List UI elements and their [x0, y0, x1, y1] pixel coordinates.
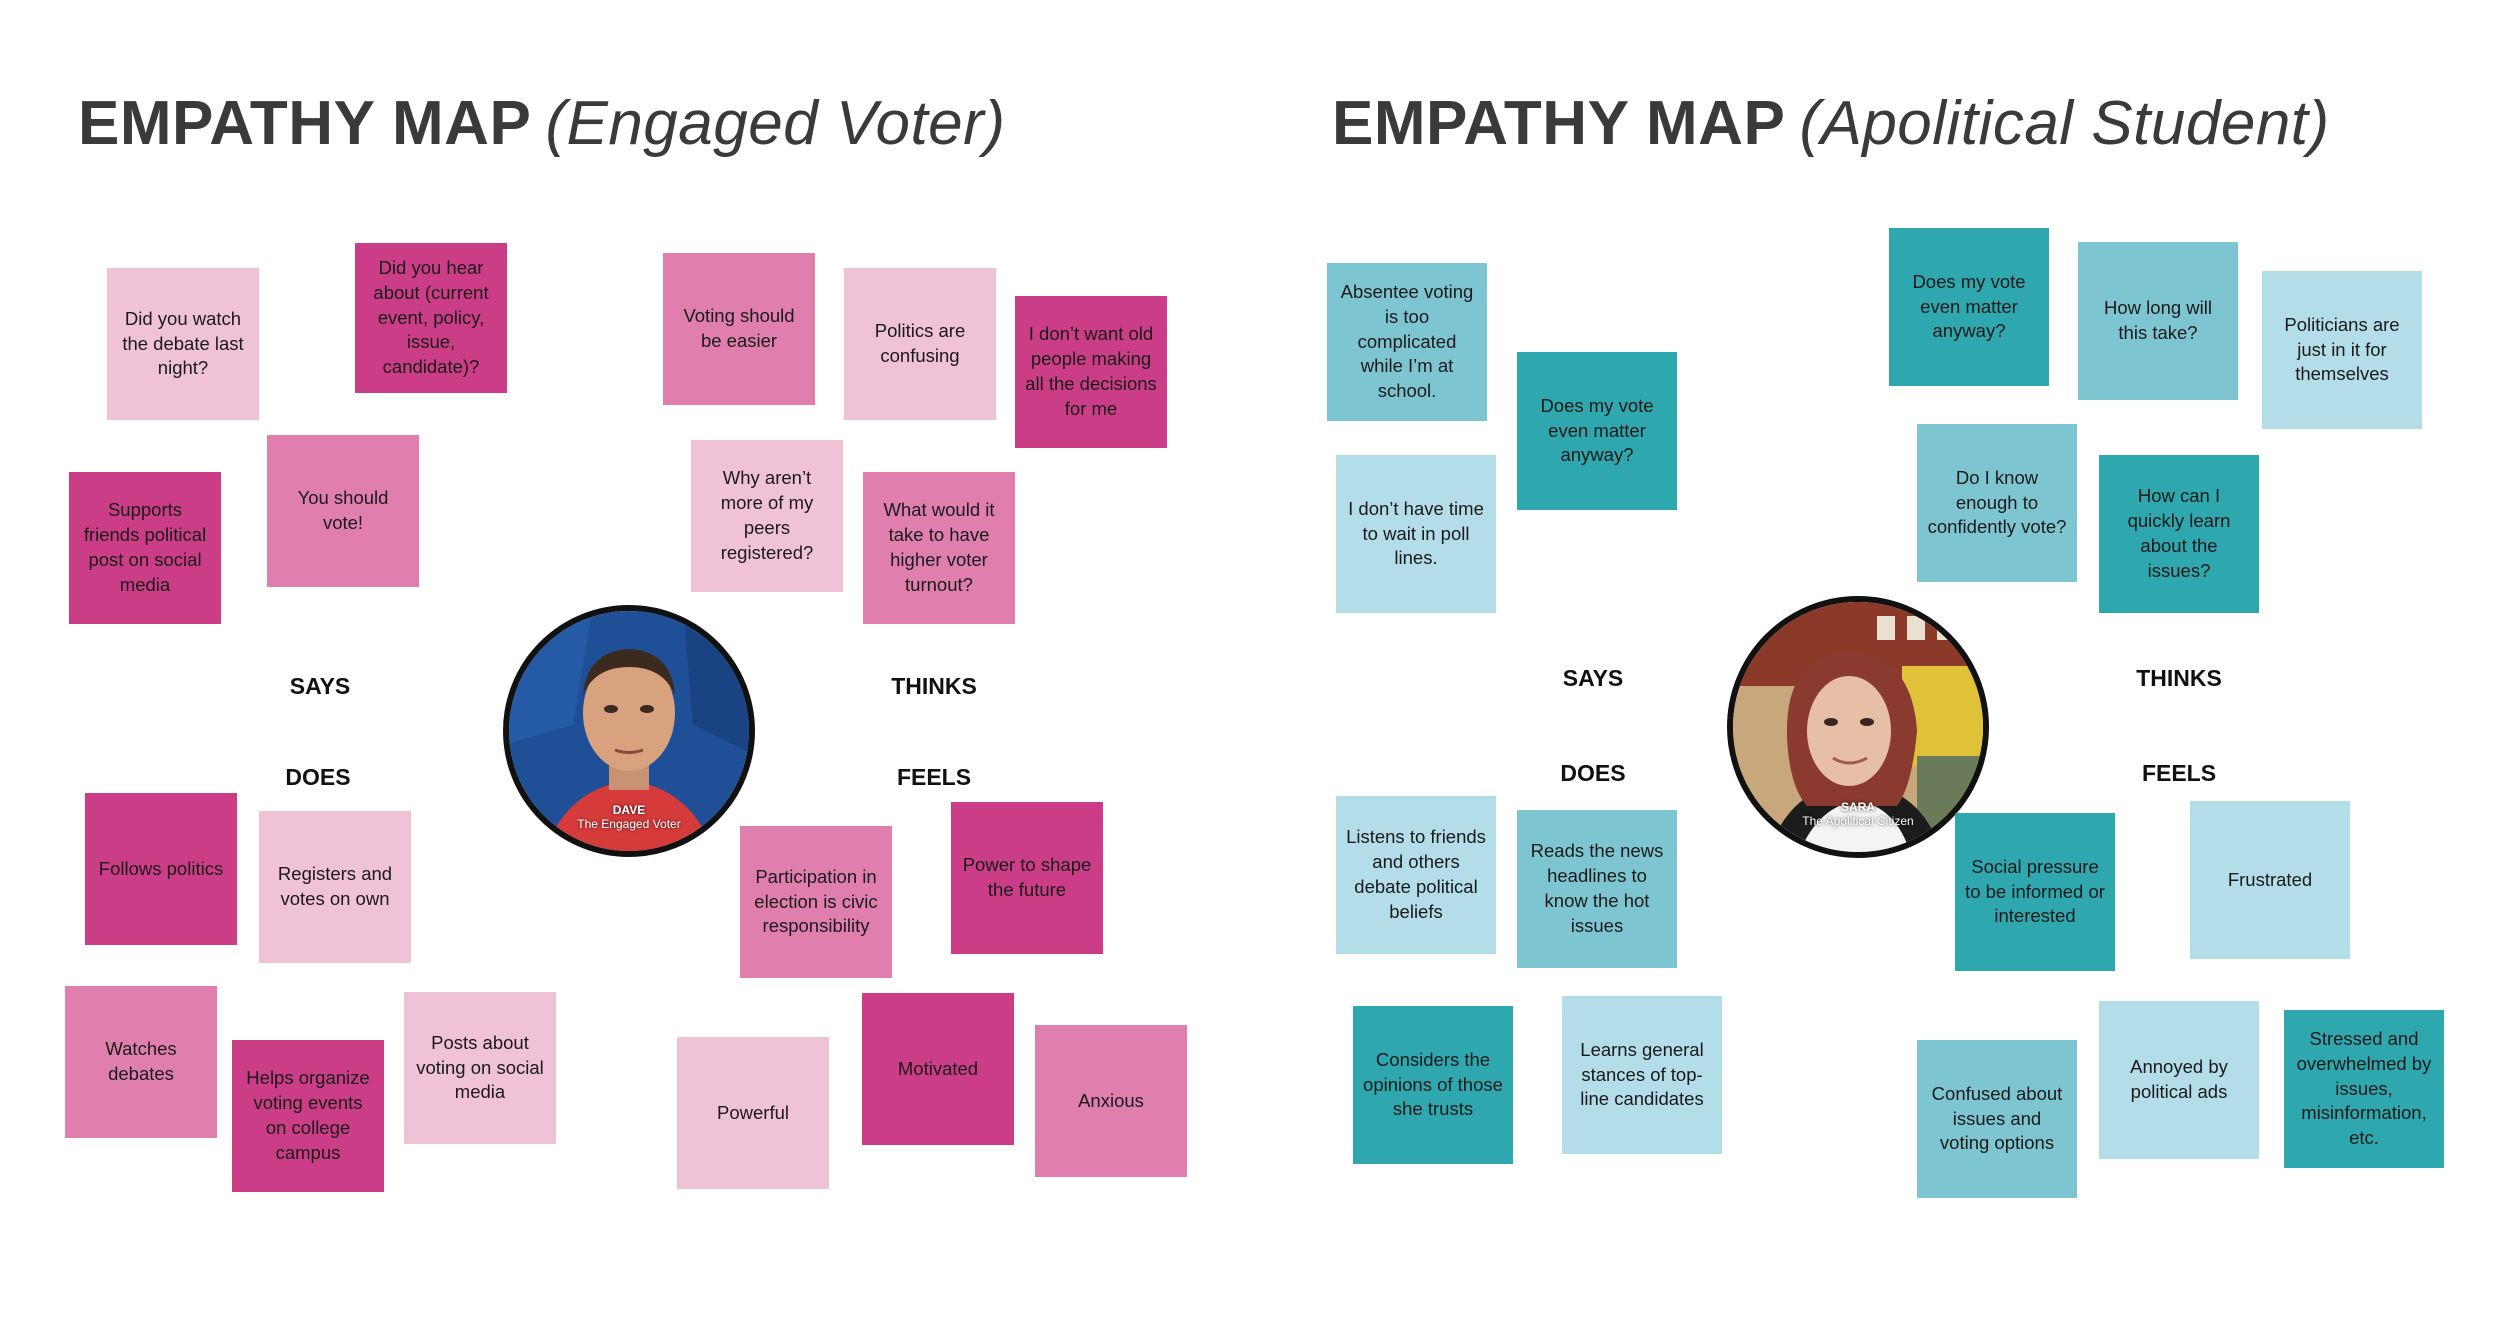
sticky-note: Why aren’t more of my peers registered? — [691, 440, 843, 592]
left-label-thinks: THINKS — [891, 673, 977, 699]
sticky-note: Considers the opinions of those she trus… — [1353, 1006, 1513, 1164]
sticky-note: Registers and votes on own — [259, 811, 411, 963]
sticky-note: What would it take to have higher voter … — [863, 472, 1015, 624]
sticky-note: Politicians are just in it for themselve… — [2262, 271, 2422, 429]
right-title-sub: (Apolitical Student) — [1799, 89, 2330, 158]
sticky-note: Voting should be easier — [663, 253, 815, 405]
sticky-note: I don’t have time to wait in poll lines. — [1336, 455, 1496, 613]
sticky-note: Powerful — [677, 1037, 829, 1189]
sara-role: The Apolitical Citizen — [1802, 814, 1914, 829]
sticky-note: Participation in election is civic respo… — [740, 826, 892, 978]
right-label-feels: FEELS — [2141, 760, 2217, 786]
sticky-note: Learns general stances of top-line candi… — [1562, 996, 1722, 1154]
left-title-sub: (Engaged Voter) — [545, 89, 1006, 158]
left-title: EMPATHY MAP(Engaged Voter) — [78, 88, 1005, 159]
left-title-main: EMPATHY MAP — [78, 89, 532, 158]
sticky-note: How long will this take? — [2078, 242, 2238, 400]
sticky-note: Confused about issues and voting options — [1917, 1040, 2077, 1198]
sticky-note: Power to shape the future — [951, 802, 1103, 954]
left-label-feels: FEELS — [896, 764, 972, 790]
sticky-note: Politics are confusing — [844, 268, 996, 420]
right-title: EMPATHY MAP(Apolitical Student) — [1332, 88, 2330, 159]
dave-portrait — [509, 611, 749, 851]
sticky-note: Supports friends political post on socia… — [69, 472, 221, 624]
sticky-note: You should vote! — [267, 435, 419, 587]
left-label-does: DOES — [285, 764, 351, 790]
sticky-note: Reads the news headlines to know the hot… — [1517, 810, 1677, 968]
right-label-does: DOES — [1560, 760, 1626, 786]
sara-name: SARA — [1840, 800, 1875, 814]
dave-name: DAVE — [612, 803, 646, 817]
sticky-note: Follows politics — [85, 793, 237, 945]
sticky-note: I don’t want old people making all the d… — [1015, 296, 1167, 448]
sticky-note: Does my vote even matter anyway? — [1517, 352, 1677, 510]
right-label-says: SAYS — [1562, 665, 1624, 691]
sticky-note: Did you hear about (current event, polic… — [355, 243, 507, 393]
sticky-note: Annoyed by political ads — [2099, 1001, 2259, 1159]
sticky-note: Did you watch the debate last night? — [107, 268, 259, 420]
sticky-note: Does my vote even matter anyway? — [1889, 228, 2049, 386]
sticky-note: Listens to friends and others debate pol… — [1336, 796, 1496, 954]
sticky-note: Anxious — [1035, 1025, 1187, 1177]
sticky-note: Watches debates — [65, 986, 217, 1138]
dave-avatar: DAVE The Engaged Voter — [503, 605, 755, 857]
sticky-note: Social pressure to be informed or intere… — [1955, 813, 2115, 971]
sticky-note: Posts about voting on social media — [404, 992, 556, 1144]
sticky-note: Absentee voting is too complicated while… — [1327, 263, 1487, 421]
sticky-note: Helps organize voting events on college … — [232, 1040, 384, 1192]
sticky-note: Stressed and overwhelmed by issues, misi… — [2284, 1010, 2444, 1168]
dave-role: The Engaged Voter — [577, 817, 681, 832]
left-label-says: SAYS — [289, 673, 351, 699]
right-label-thinks: THINKS — [2136, 665, 2222, 691]
sticky-note: How can I quickly learn about the issues… — [2099, 455, 2259, 613]
sticky-note: Do I know enough to confidently vote? — [1917, 424, 2077, 582]
right-title-main: EMPATHY MAP — [1332, 89, 1786, 158]
sara-avatar: SARA The Apolitical Citizen — [1727, 596, 1989, 858]
sara-portrait — [1733, 602, 1983, 852]
sticky-note: Frustrated — [2190, 801, 2350, 959]
sticky-note: Motivated — [862, 993, 1014, 1145]
